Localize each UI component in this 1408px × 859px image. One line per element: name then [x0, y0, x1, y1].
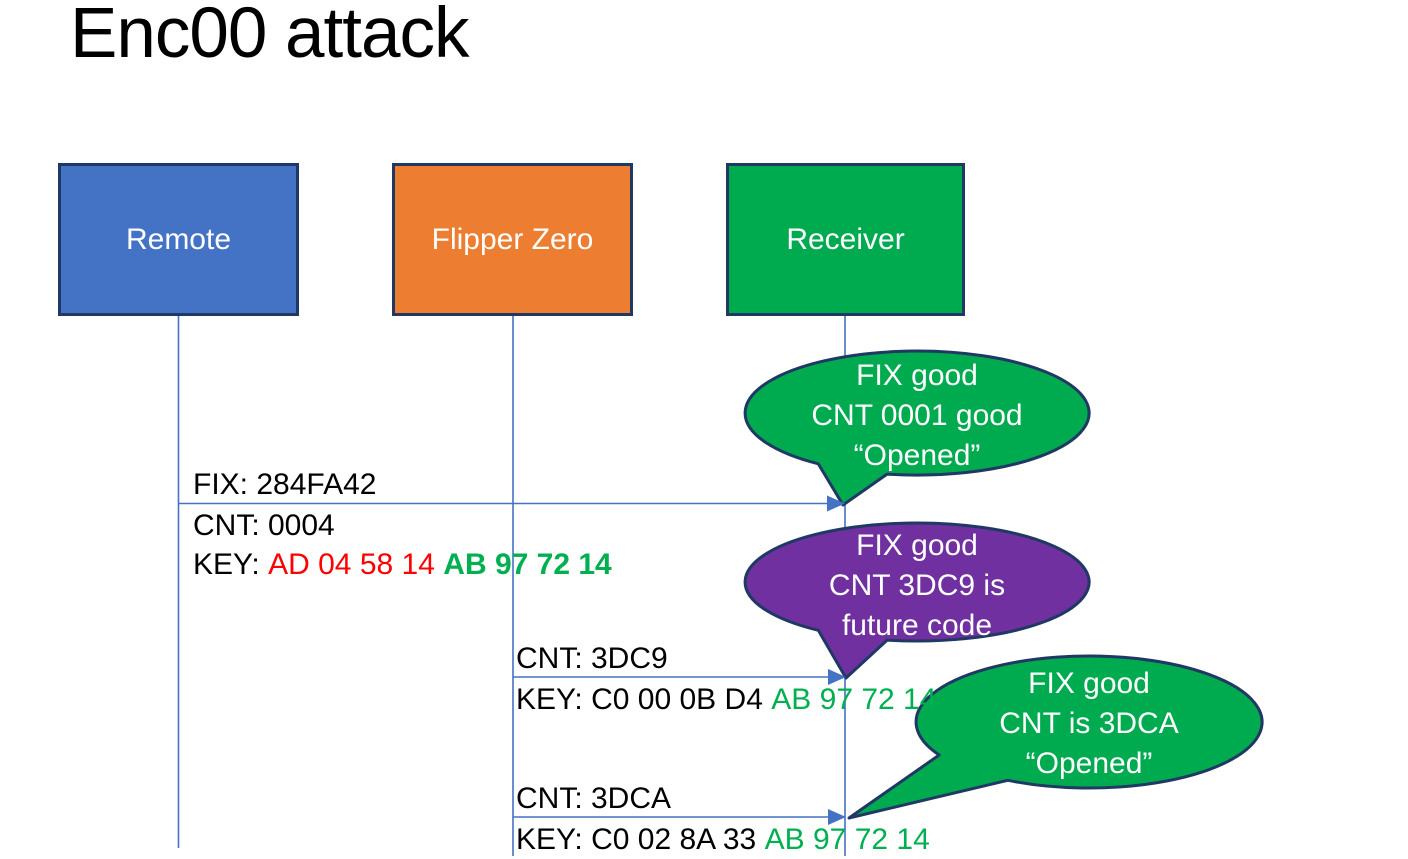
callout-1-line-1: FIX good [856, 359, 978, 392]
message-3-cnt-value: CNT: 3DCA [516, 782, 672, 815]
callout-2-line-1: FIX good [856, 529, 978, 562]
callout-bubble-2 [743, 521, 1091, 680]
message-arrow-3-head [828, 809, 846, 825]
message-2-cnt-value: CNT: 3DC9 [516, 642, 668, 675]
page-title: Enc00 attack [70, 0, 469, 73]
message-3-key-label: KEY: [516, 823, 583, 856]
actor-label-flipper-zero: Flipper Zero [431, 222, 594, 256]
actor-box-remote: Remote [58, 163, 299, 316]
callout-bubble-3 [847, 654, 1264, 820]
callout-2-line-3: future code [841, 609, 993, 642]
message-1-key-label: KEY: [193, 548, 260, 581]
message-1-cnt-value: CNT: 0004 [193, 509, 335, 542]
message-3-key-fixed-bytes: AB 97 72 14 [764, 823, 930, 856]
message-1-key-fixed-bytes: AB 97 72 14 [443, 548, 612, 581]
callout-3-line-1: FIX good [1028, 667, 1150, 700]
message-2-key-fixed-bytes: AB 97 72 14 [771, 683, 937, 716]
actor-label-remote: Remote [125, 222, 232, 256]
callout-bubble-1 [743, 349, 1091, 507]
actor-box-receiver: Receiver [726, 163, 965, 316]
message-arrow-1-head [827, 495, 845, 512]
message-3-cnt-line: CNT: 3DCA [516, 781, 671, 817]
callout-1-line-3: “Opened” [853, 439, 981, 472]
message-2-key-label: KEY: [516, 683, 583, 716]
callout-3-line-3: “Opened” [1025, 747, 1153, 780]
callout-3-text: FIX good CNT is 3DCA “Opened” [917, 664, 1261, 784]
actor-box-flipper-zero: Flipper Zero [392, 163, 633, 316]
message-1-key-changing-bytes: AD 04 58 14 [268, 548, 435, 581]
actor-label-receiver: Receiver [786, 222, 905, 256]
message-3-key-counter-bytes: C0 02 8A 33 [591, 823, 757, 856]
message-arrow-2-head [828, 669, 846, 685]
callout-3-line-2: CNT is 3DCA [999, 707, 1179, 740]
message-2-cnt-line: CNT: 3DC9 [516, 641, 668, 677]
callout-1-text: FIX good CNT 0001 good “Opened” [745, 356, 1089, 476]
callout-1-line-2: CNT 0001 good [811, 399, 1023, 432]
message-2-key-counter-bytes: C0 00 0B D4 [591, 683, 763, 716]
callout-2-text: FIX good CNT 3DC9 is future code [745, 526, 1089, 646]
message-1-fix-line: FIX: 284FA42 [193, 467, 376, 503]
callout-2-line-2: CNT 3DC9 is [828, 569, 1006, 602]
message-1-fix-value: FIX: 284FA42 [193, 468, 377, 501]
message-1-cnt-line: CNT: 0004 [193, 508, 335, 544]
